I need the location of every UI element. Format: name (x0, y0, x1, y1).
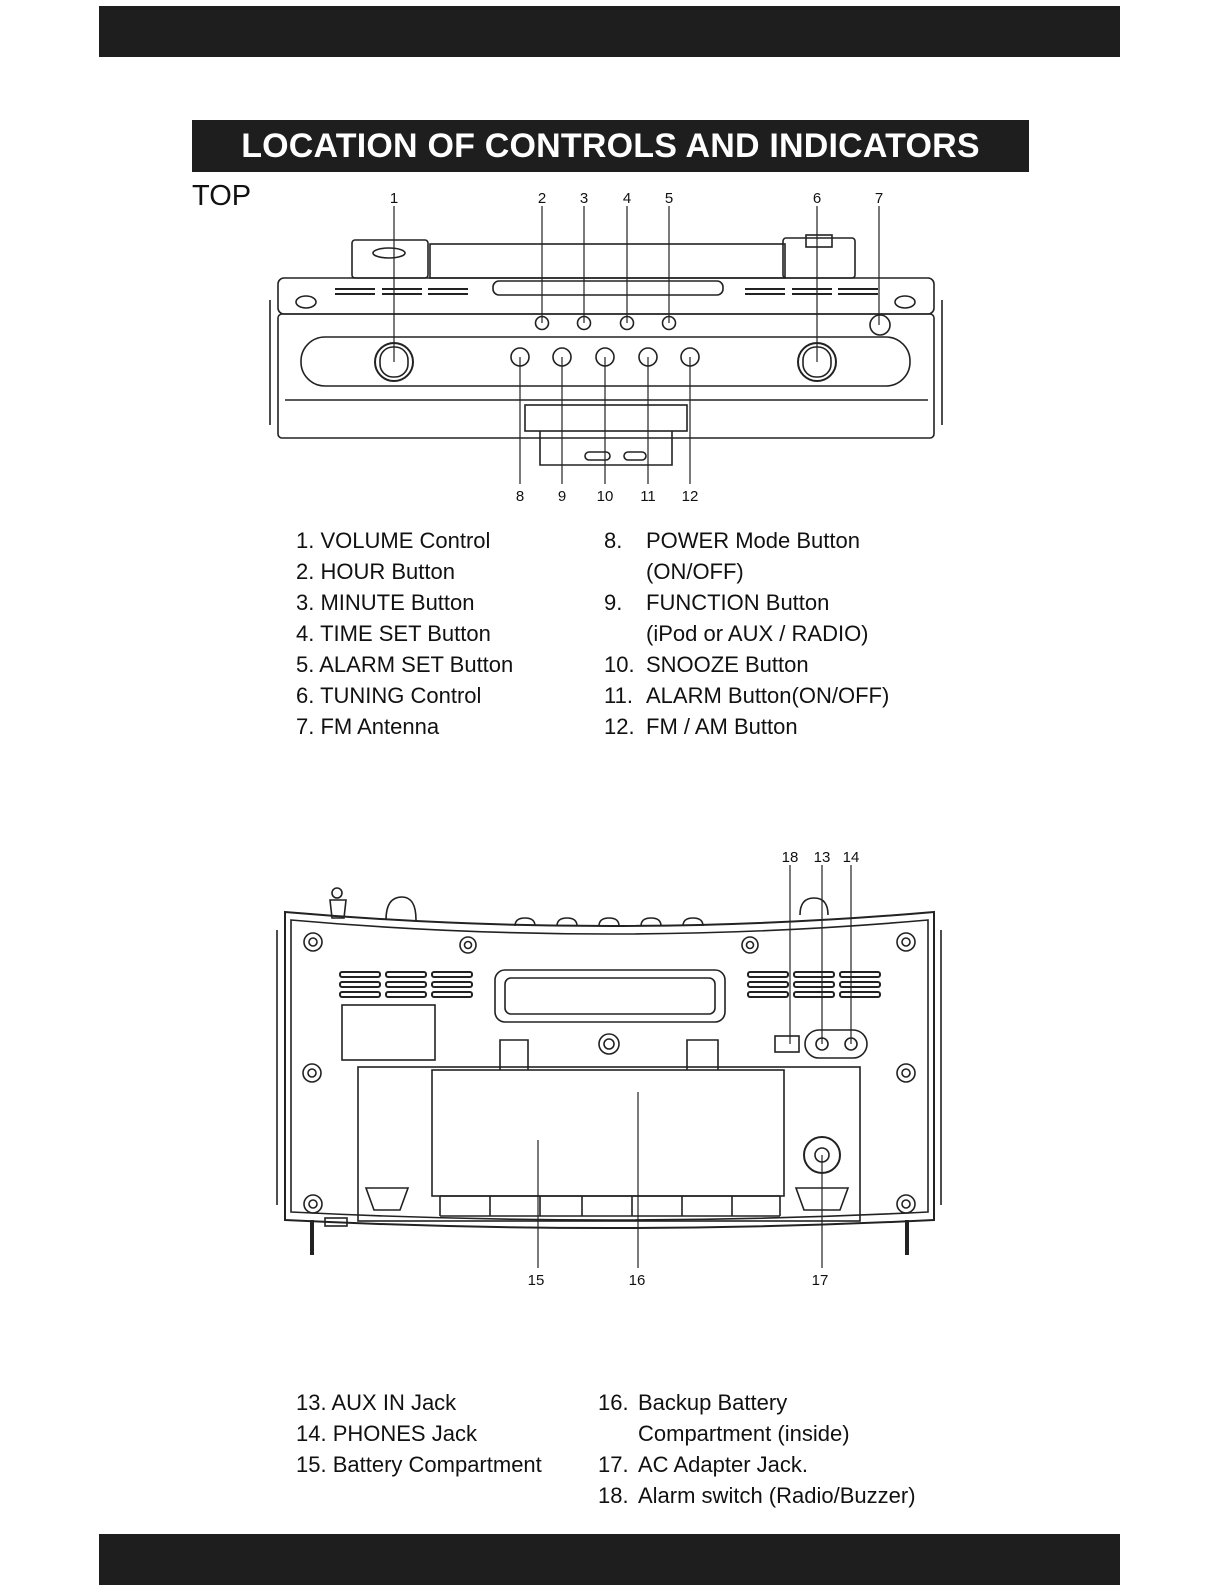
legend-item: 12. FM / AM Button (604, 711, 889, 742)
callout-label: 18 (782, 849, 799, 866)
legend-item: (ON/OFF) (604, 556, 889, 587)
callout-label: 12 (682, 488, 699, 505)
callout-label: 16 (629, 1272, 646, 1289)
footer-bar (99, 1534, 1120, 1585)
callout-label: 6 (813, 190, 821, 207)
legend-bottom-left: 13. AUX IN Jack 14. PHONES Jack 15. Batt… (296, 1387, 542, 1480)
legend-bottom-right: 16. Backup Battery Compartment (inside) 1… (598, 1387, 916, 1511)
callout-label: 13 (814, 849, 831, 866)
legend-text: (ON/OFF) (646, 559, 744, 584)
legend-item: 16. Backup Battery (598, 1387, 916, 1418)
callout-label: 1 (390, 190, 398, 207)
legend-item: 6. TUNING Control (296, 683, 482, 708)
legend-number: 16. (598, 1390, 629, 1415)
legend-item: Compartment (inside) (598, 1418, 916, 1449)
callout-label: 9 (558, 488, 566, 505)
callout-label: 15 (528, 1272, 545, 1289)
legend-number: 9. (604, 590, 623, 615)
legend-item: 15. Battery Compartment (296, 1452, 542, 1477)
legend-text: SNOOZE Button (646, 652, 809, 677)
callout-label: 11 (640, 488, 656, 505)
legend-item: 18. Alarm switch (Radio/Buzzer) (598, 1480, 916, 1511)
callout-label: 14 (843, 849, 860, 866)
header-bar (99, 6, 1120, 57)
legend-item: (iPod or AUX / RADIO) (604, 618, 889, 649)
callout-label: 17 (812, 1272, 829, 1289)
legend-item: 1. VOLUME Control (296, 528, 491, 553)
legend-text: FUNCTION Button (646, 590, 830, 615)
legend-item: 10. SNOOZE Button (604, 649, 889, 680)
callout-label: 7 (875, 190, 883, 207)
legend-item: 11. ALARM Button(ON/OFF) (604, 680, 889, 711)
legend-text: Compartment (inside) (638, 1421, 850, 1446)
callout-label: 8 (516, 488, 524, 505)
legend-item: 5. ALARM SET Button (296, 652, 514, 677)
legend-text: Backup Battery (638, 1390, 788, 1415)
legend-number: 18. (598, 1483, 629, 1508)
legend-item: 14. PHONES Jack (296, 1421, 477, 1446)
legend-text: ALARM Button(ON/OFF) (646, 683, 890, 708)
callout-label: 3 (580, 190, 588, 207)
legend-top-left: 1. VOLUME Control 2. HOUR Button 3. MINU… (296, 525, 513, 742)
legend-item: 13. AUX IN Jack (296, 1390, 457, 1415)
callout-label: 5 (665, 190, 673, 207)
legend-item: 2. HOUR Button (296, 559, 455, 584)
callout-label: 10 (597, 488, 614, 505)
legend-item: 8. POWER Mode Button (604, 525, 889, 556)
legend-text: (iPod or AUX / RADIO) (646, 621, 869, 646)
legend-item: 9. FUNCTION Button (604, 587, 889, 618)
legend-number: 12. (604, 714, 635, 739)
section-label-top: TOP (192, 180, 252, 212)
legend-number: 10. (604, 652, 635, 677)
legend-item: 4. TIME SET Button (296, 621, 491, 646)
bottom-view-diagram (276, 865, 942, 1268)
legend-item: 7. FM Antenna (296, 714, 440, 739)
callout-label: 2 (538, 190, 546, 207)
legend-number: 8. (604, 528, 623, 553)
legend-text: AC Adapter Jack. (638, 1452, 808, 1477)
legend-item: 3. MINUTE Button (296, 590, 475, 615)
callout-label: 4 (623, 190, 631, 207)
legend-number: 17. (598, 1452, 629, 1477)
legend-number: 11. (604, 683, 633, 708)
legend-text: FM / AM Button (646, 714, 798, 739)
legend-item: 17. AC Adapter Jack. (598, 1449, 916, 1480)
legend-top-right: 8. POWER Mode Button (ON/OFF) 9. FUNCTION … (604, 525, 889, 742)
legend-text: Alarm switch (Radio/Buzzer) (638, 1483, 916, 1508)
legend-text: POWER Mode Button (646, 528, 860, 553)
page-title: LOCATION OF CONTROLS AND INDICATORS (192, 120, 1029, 172)
